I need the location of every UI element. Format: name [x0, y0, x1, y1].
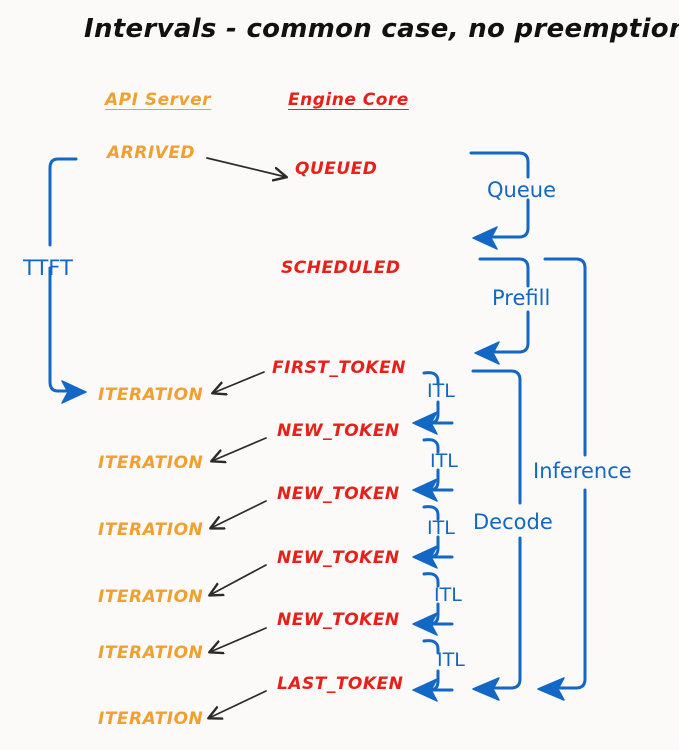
- state-iteration: ITERATION: [98, 587, 204, 607]
- state-iteration: ITERATION: [98, 385, 204, 405]
- inference-arrowhead: [537, 677, 565, 701]
- state-last-token: LAST_TOKEN: [277, 674, 404, 694]
- interval-label-itl: ITL: [427, 517, 455, 539]
- interval-label-itl: ITL: [427, 380, 455, 402]
- state-scheduled: SCHEDULED: [281, 258, 401, 278]
- state-new-token: NEW_TOKEN: [277, 548, 400, 568]
- interval-label-inference: Inference: [533, 459, 632, 483]
- interval-label-itl: ITL: [430, 450, 458, 472]
- interval-label-itl: ITL: [434, 584, 462, 606]
- state-iteration: ITERATION: [98, 453, 204, 473]
- state-new-token: NEW_TOKEN: [277, 484, 400, 504]
- prefill-arrowhead: [474, 341, 500, 365]
- column-header-engine-core: Engine Core: [288, 90, 409, 110]
- interval-bracket-itl: [422, 639, 440, 655]
- interval-bracket-itl: [428, 400, 454, 425]
- interval-label-itl: ITL: [437, 649, 465, 671]
- state-iteration: ITERATION: [98, 520, 204, 540]
- itl-arrowhead: [412, 678, 438, 702]
- arrow-token-to-iteration: [211, 500, 267, 528]
- arrow-token-to-iteration: [210, 564, 267, 595]
- arrow-token-to-iteration: [210, 627, 267, 652]
- itl-arrowhead: [412, 545, 438, 569]
- state-new-token: NEW_TOKEN: [277, 610, 400, 630]
- page-title: Intervals - common case, no preemptions: [84, 14, 679, 44]
- column-header-api-server: API Server: [105, 90, 212, 110]
- interval-label-ttft: TTFT: [23, 256, 73, 280]
- interval-bracket-itl: [428, 602, 454, 626]
- itl-arrowhead: [412, 478, 438, 502]
- decode-arrowhead: [472, 677, 500, 701]
- state-iteration: ITERATION: [98, 709, 204, 729]
- interval-bracket-itl: [428, 669, 454, 692]
- itl-arrowhead: [412, 411, 438, 435]
- interval-bracket-itl: [428, 535, 454, 559]
- arrow-arrived-to-queued: [206, 157, 286, 177]
- state-queued: QUEUED: [295, 159, 378, 179]
- state-arrived: ARRIVED: [107, 143, 196, 163]
- interval-label-decode: Decode: [473, 510, 553, 534]
- itl-arrowhead: [412, 612, 438, 636]
- arrow-token-to-iteration: [213, 371, 265, 393]
- queue-arrowhead: [472, 226, 498, 250]
- state-new-token: NEW_TOKEN: [277, 421, 400, 441]
- arrow-token-to-iteration-group: [209, 371, 267, 718]
- ttft-arrowhead: [61, 380, 87, 404]
- state-first-token: FIRST_TOKEN: [272, 358, 406, 378]
- interval-label-queue: Queue: [487, 178, 556, 202]
- interval-bracket-itl: [428, 468, 454, 492]
- arrow-token-to-iteration: [209, 690, 267, 718]
- state-iteration: ITERATION: [98, 643, 204, 663]
- interval-label-prefill: Prefill: [492, 286, 551, 310]
- arrow-token-to-iteration: [212, 437, 267, 461]
